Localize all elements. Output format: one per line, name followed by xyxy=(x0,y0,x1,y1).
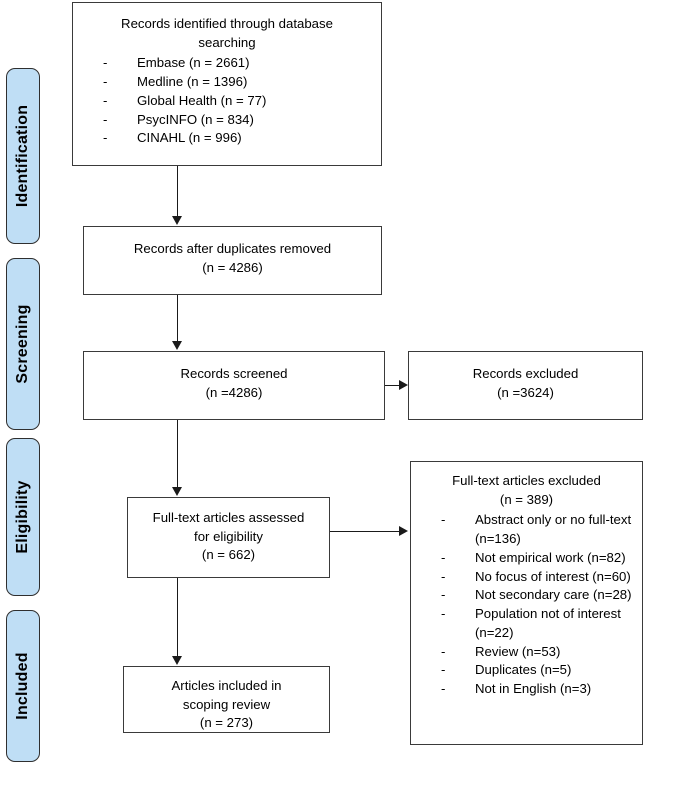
fulltext-excluded-count: (n = 389) xyxy=(499,491,554,507)
arrow-down-icon xyxy=(172,487,182,496)
database-source-label: Global Health (n = 77) xyxy=(137,92,267,108)
database-source-item: - Embase (n = 2661) xyxy=(103,54,375,73)
fulltext-assessed-title-line1: Full-text articles assessed xyxy=(152,510,305,525)
duplicates-removed-count: (n = 4286) xyxy=(202,259,263,275)
connector-fulltext-to-fulltext-excluded xyxy=(330,531,404,532)
arrow-down-icon xyxy=(172,216,182,225)
exclusion-reason-item: - No focus of interest (n=60) xyxy=(441,568,636,587)
arrow-right-icon xyxy=(399,380,408,390)
exclusion-reason-item: - Population not of interest (n=22) xyxy=(441,605,636,642)
list-dash: - xyxy=(441,512,446,528)
list-dash: - xyxy=(441,681,446,697)
database-source-list: - Embase (n = 2661) - Medline (n = 1396)… xyxy=(73,54,381,148)
exclusion-reason-label: No focus of interest (n=60) xyxy=(475,568,631,584)
exclusion-reason-item: - Not secondary care (n=28) xyxy=(441,586,636,605)
exclusion-reason-item: - Review (n=53) xyxy=(441,643,636,662)
connector-fulltext-to-included xyxy=(177,578,178,657)
records-screened-count: (n =4286) xyxy=(205,384,263,400)
box-fulltext-assessed: Full-text articles assessed for eligibil… xyxy=(127,497,330,578)
database-source-item: - Medline (n = 1396) xyxy=(103,73,375,92)
records-identified-title-line2: searching xyxy=(198,34,256,50)
exclusion-reason-label: Abstract only or no full-text (n=136) xyxy=(475,512,632,547)
stage-eligibility-label: Eligibility xyxy=(14,480,31,554)
stage-screening: Screening xyxy=(6,258,40,430)
list-dash: - xyxy=(441,587,446,603)
arrow-down-icon xyxy=(172,341,182,350)
articles-included-title-line2: scoping review xyxy=(182,696,271,712)
database-source-label: PsycINFO (n = 834) xyxy=(137,111,254,127)
stage-identification: Identification xyxy=(6,68,40,244)
box-records-after-duplicates-removed: Records after duplicates removed (n = 42… xyxy=(83,226,382,295)
list-dash: - xyxy=(441,643,446,659)
list-dash: - xyxy=(441,568,446,584)
records-excluded-count: (n =3624) xyxy=(497,384,554,400)
arrow-right-icon xyxy=(399,526,408,536)
exclusion-reason-list: - Abstract only or no full-text (n=136) … xyxy=(411,511,642,698)
list-dash: - xyxy=(441,662,446,678)
records-excluded-title: Records excluded xyxy=(472,366,579,381)
list-dash: - xyxy=(103,55,108,71)
list-dash: - xyxy=(441,606,446,622)
exclusion-reason-item: - Abstract only or no full-text (n=136) xyxy=(441,511,636,548)
exclusion-reason-label: Duplicates (n=5) xyxy=(475,662,572,678)
stage-included: Included xyxy=(6,610,40,762)
list-dash: - xyxy=(441,549,446,565)
connector-screened-to-excluded xyxy=(385,385,404,386)
exclusion-reason-item: - Not in English (n=3) xyxy=(441,680,636,699)
records-screened-title: Records screened xyxy=(180,366,288,381)
database-source-label: CINAHL (n = 996) xyxy=(137,130,242,146)
articles-included-count: (n = 273) xyxy=(199,715,254,731)
stage-identification-label: Identification xyxy=(14,104,31,208)
box-fulltext-excluded: Full-text articles excluded (n = 389) - … xyxy=(410,461,643,745)
database-source-item: - CINAHL (n = 996) xyxy=(103,129,375,148)
stage-screening-label: Screening xyxy=(14,304,31,384)
database-source-item: - Global Health (n = 77) xyxy=(103,92,375,111)
connector-identified-to-duplicates xyxy=(177,166,178,217)
list-dash: - xyxy=(103,74,108,90)
box-records-identified: Records identified through database sear… xyxy=(72,2,382,166)
exclusion-reason-label: Not secondary care (n=28) xyxy=(475,587,632,603)
fulltext-excluded-title: Full-text articles excluded xyxy=(452,473,601,488)
database-source-label: Embase (n = 2661) xyxy=(137,55,250,71)
fulltext-assessed-count: (n = 662) xyxy=(201,547,256,563)
database-source-item: - PsycINFO (n = 834) xyxy=(103,111,375,130)
exclusion-reason-label: Not empirical work (n=82) xyxy=(475,549,626,565)
list-dash: - xyxy=(103,92,108,108)
exclusion-reason-item: - Duplicates (n=5) xyxy=(441,661,636,680)
list-dash: - xyxy=(103,130,108,146)
connector-duplicates-to-screened xyxy=(177,295,178,342)
exclusion-reason-label: Not in English (n=3) xyxy=(475,681,592,697)
exclusion-reason-item: - Not empirical work (n=82) xyxy=(441,549,636,568)
articles-included-title-line1: Articles included in xyxy=(171,678,282,693)
box-articles-included: Articles included in scoping review (n =… xyxy=(123,666,330,733)
database-source-label: Medline (n = 1396) xyxy=(137,74,248,90)
exclusion-reason-label: Review (n=53) xyxy=(475,643,561,659)
records-identified-title-line1: Records identified through database xyxy=(121,16,333,31)
exclusion-reason-label: Population not of interest (n=22) xyxy=(475,606,621,640)
connector-screened-to-fulltext xyxy=(177,420,178,488)
list-dash: - xyxy=(103,111,108,127)
fulltext-assessed-title-line2: for eligibility xyxy=(194,528,263,544)
duplicates-removed-title: Records after duplicates removed xyxy=(133,241,332,256)
box-records-screened: Records screened (n =4286) xyxy=(83,351,385,420)
stage-included-label: Included xyxy=(14,652,31,720)
stage-eligibility: Eligibility xyxy=(6,438,40,596)
arrow-down-icon xyxy=(172,656,182,665)
box-records-excluded: Records excluded (n =3624) xyxy=(408,351,643,420)
